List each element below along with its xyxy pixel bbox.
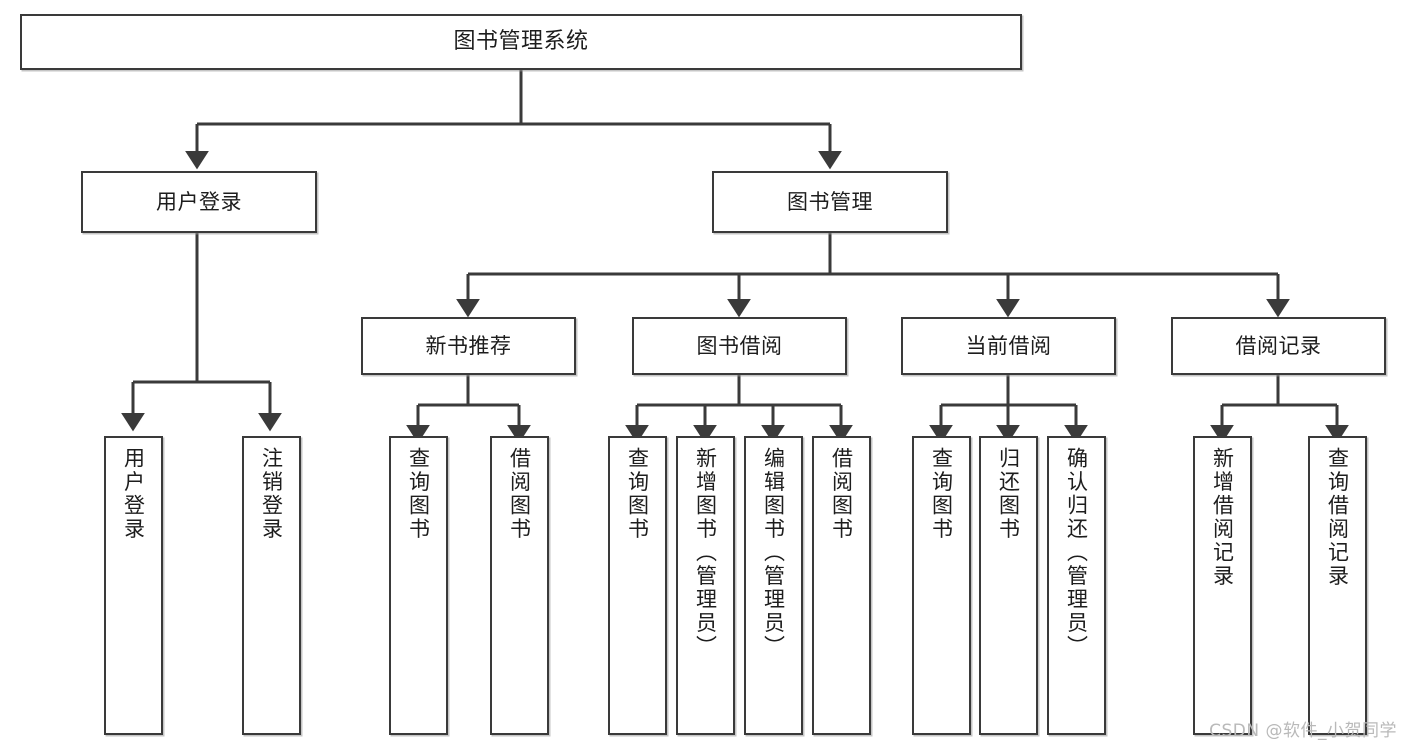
node-leaf-confirm-return[interactable]: 确认归还（管理员） [1047,436,1106,735]
node-user-login-label: 用户登录 [156,189,242,214]
node-leaf-edit-book-label: 编辑图书（管理员） [761,447,786,659]
node-book-borrow-label: 图书借阅 [696,333,783,358]
node-user-login[interactable]: 用户登录 [81,171,317,233]
node-leaf-borrow-book-1[interactable]: 借阅图书 [490,436,549,735]
node-leaf-query-record-label: 查询借阅记录 [1325,447,1350,588]
node-root-label: 图书管理系统 [453,29,589,55]
node-current-borrow[interactable]: 当前借阅 [901,317,1116,375]
node-new-book-recommend[interactable]: 新书推荐 [361,317,576,375]
node-leaf-add-book-label: 新增图书（管理员） [693,447,718,659]
node-leaf-query-record[interactable]: 查询借阅记录 [1308,436,1367,735]
node-root[interactable]: 图书管理系统 [20,14,1022,70]
node-leaf-return-book[interactable]: 归还图书 [979,436,1038,735]
node-leaf-add-book[interactable]: 新增图书（管理员） [676,436,735,735]
node-leaf-borrow-book-1-label: 借阅图书 [507,447,532,541]
node-leaf-add-record-label: 新增借阅记录 [1210,447,1235,588]
node-borrow-record[interactable]: 借阅记录 [1171,317,1386,375]
node-leaf-query-book-3[interactable]: 查询图书 [912,436,971,735]
node-leaf-return-book-label: 归还图书 [996,447,1021,541]
node-current-borrow-label: 当前借阅 [965,333,1052,358]
node-leaf-user-login-label: 用户登录 [121,447,146,541]
node-leaf-borrow-book-2[interactable]: 借阅图书 [812,436,871,735]
node-leaf-user-login[interactable]: 用户登录 [104,436,163,735]
node-leaf-logout-login-label: 注销登录 [259,447,284,541]
node-book-borrow[interactable]: 图书借阅 [632,317,847,375]
node-leaf-query-book-1-label: 查询图书 [406,447,431,541]
node-leaf-add-record[interactable]: 新增借阅记录 [1193,436,1252,735]
node-leaf-query-book-2[interactable]: 查询图书 [608,436,667,735]
node-book-manage[interactable]: 图书管理 [712,171,948,233]
node-borrow-record-label: 借阅记录 [1235,333,1322,358]
node-leaf-edit-book[interactable]: 编辑图书（管理员） [744,436,803,735]
csdn-watermark: CSDN @软件_小贺同学 [1209,721,1397,741]
node-leaf-query-book-1[interactable]: 查询图书 [389,436,448,735]
node-book-manage-label: 图书管理 [787,189,873,214]
node-leaf-borrow-book-2-label: 借阅图书 [829,447,854,541]
node-leaf-query-book-3-label: 查询图书 [929,447,954,541]
node-leaf-confirm-return-label: 确认归还（管理员） [1064,447,1089,659]
node-new-book-recommend-label: 新书推荐 [425,333,512,358]
node-leaf-logout-login[interactable]: 注销登录 [242,436,301,735]
node-leaf-query-book-2-label: 查询图书 [625,447,650,541]
